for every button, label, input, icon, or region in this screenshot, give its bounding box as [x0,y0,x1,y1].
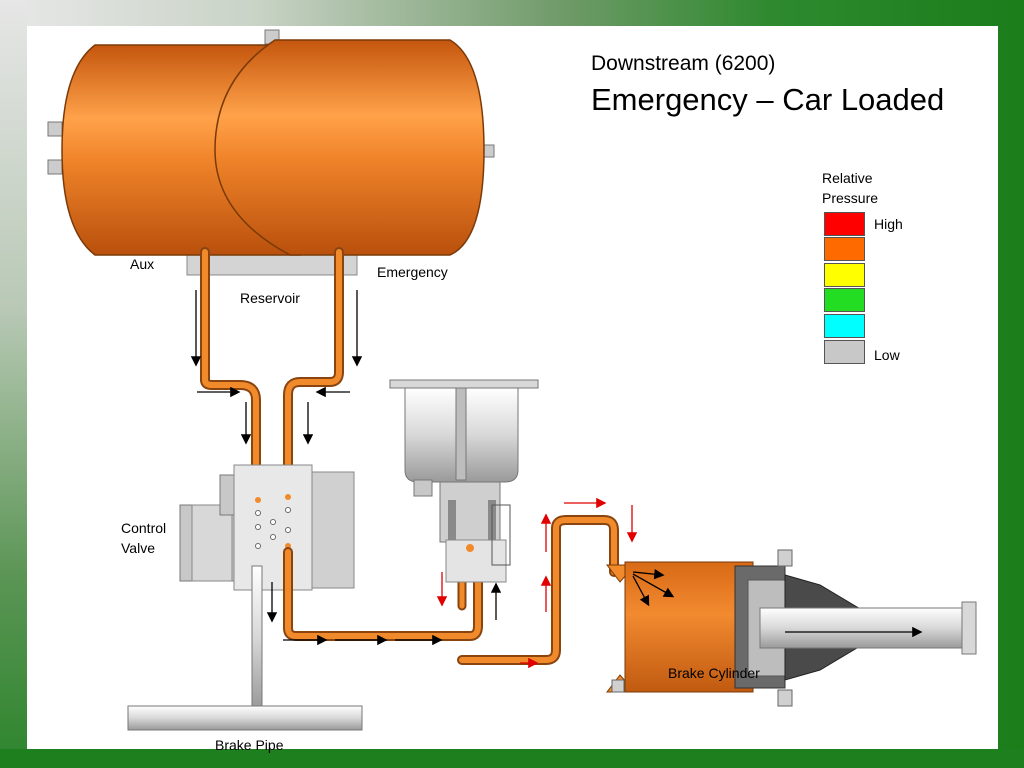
control-valve-label-line2: Valve [121,540,155,556]
control-valve [179,464,355,591]
slide-border-bottom [0,749,1024,768]
reservoir-label: Reservoir [240,290,300,306]
legend-low-label: Low [874,347,900,363]
legend-high-label: High [874,216,903,232]
brake-pipe [127,565,363,731]
reservoir-tank [47,29,495,276]
brake-cylinder [605,549,977,707]
legend-title-line1: Relative [822,170,873,186]
brake-cylinder-label: Brake Cylinder [668,665,760,681]
legend-swatch-high [824,212,865,236]
reservoir-pipes [200,247,344,495]
aux-label: Aux [130,256,155,272]
legend-title-line2: Pressure [822,190,879,206]
title-subtitle: Downstream (6200) [591,52,776,75]
control-valve-label-line1: Control [121,520,167,536]
legend-swatch-3 [824,263,865,287]
flow-arrows [190,290,923,646]
emergency-label: Emergency [377,264,448,280]
load-sensing-valve [389,379,539,583]
legend-swatch-4 [824,288,865,312]
legend-swatch-2 [824,237,865,261]
legend-swatch-low [824,340,865,364]
slide-border-left [0,0,27,768]
page-title: Emergency – Car Loaded [591,82,945,117]
brake-pipe-label: Brake Pipe [215,737,284,753]
legend-swatch-5 [824,314,865,338]
pressure-arrows [436,497,638,669]
